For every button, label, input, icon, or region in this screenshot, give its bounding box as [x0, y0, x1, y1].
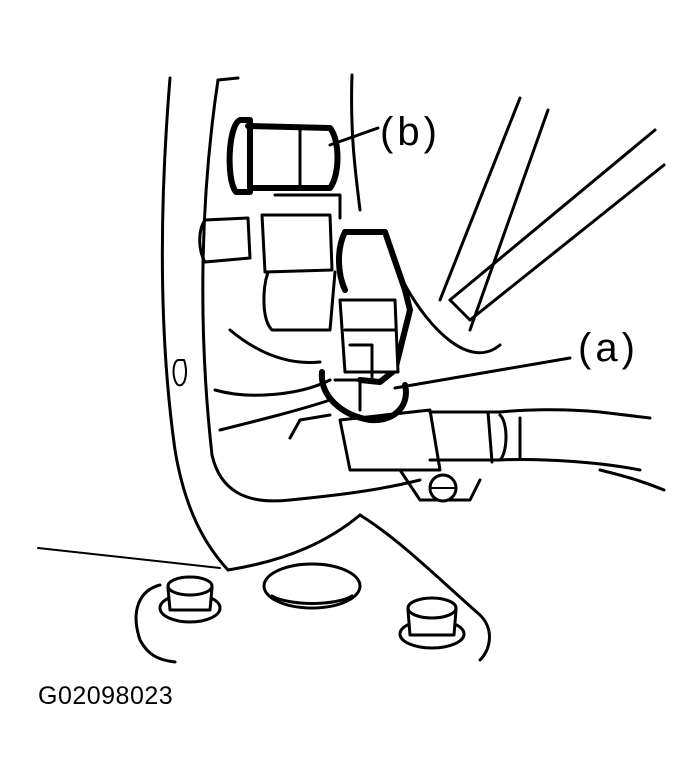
- bolt-right-icon: [398, 596, 466, 650]
- block-bosses: [198, 193, 342, 440]
- mounting-flange: [37, 513, 491, 664]
- component-b-sensor: [226, 117, 380, 195]
- callout-b-label: (b): [380, 110, 441, 154]
- cross-members: [403, 96, 666, 355]
- wire-harness: [428, 408, 666, 492]
- frame-plate: [160, 73, 422, 572]
- component-a-connector: [318, 229, 572, 424]
- figure-id-label: G02098023: [38, 682, 174, 710]
- bolt-left-icon: [158, 575, 222, 624]
- sensor-bracket: [338, 408, 482, 503]
- callout-a-label: (a): [578, 326, 639, 370]
